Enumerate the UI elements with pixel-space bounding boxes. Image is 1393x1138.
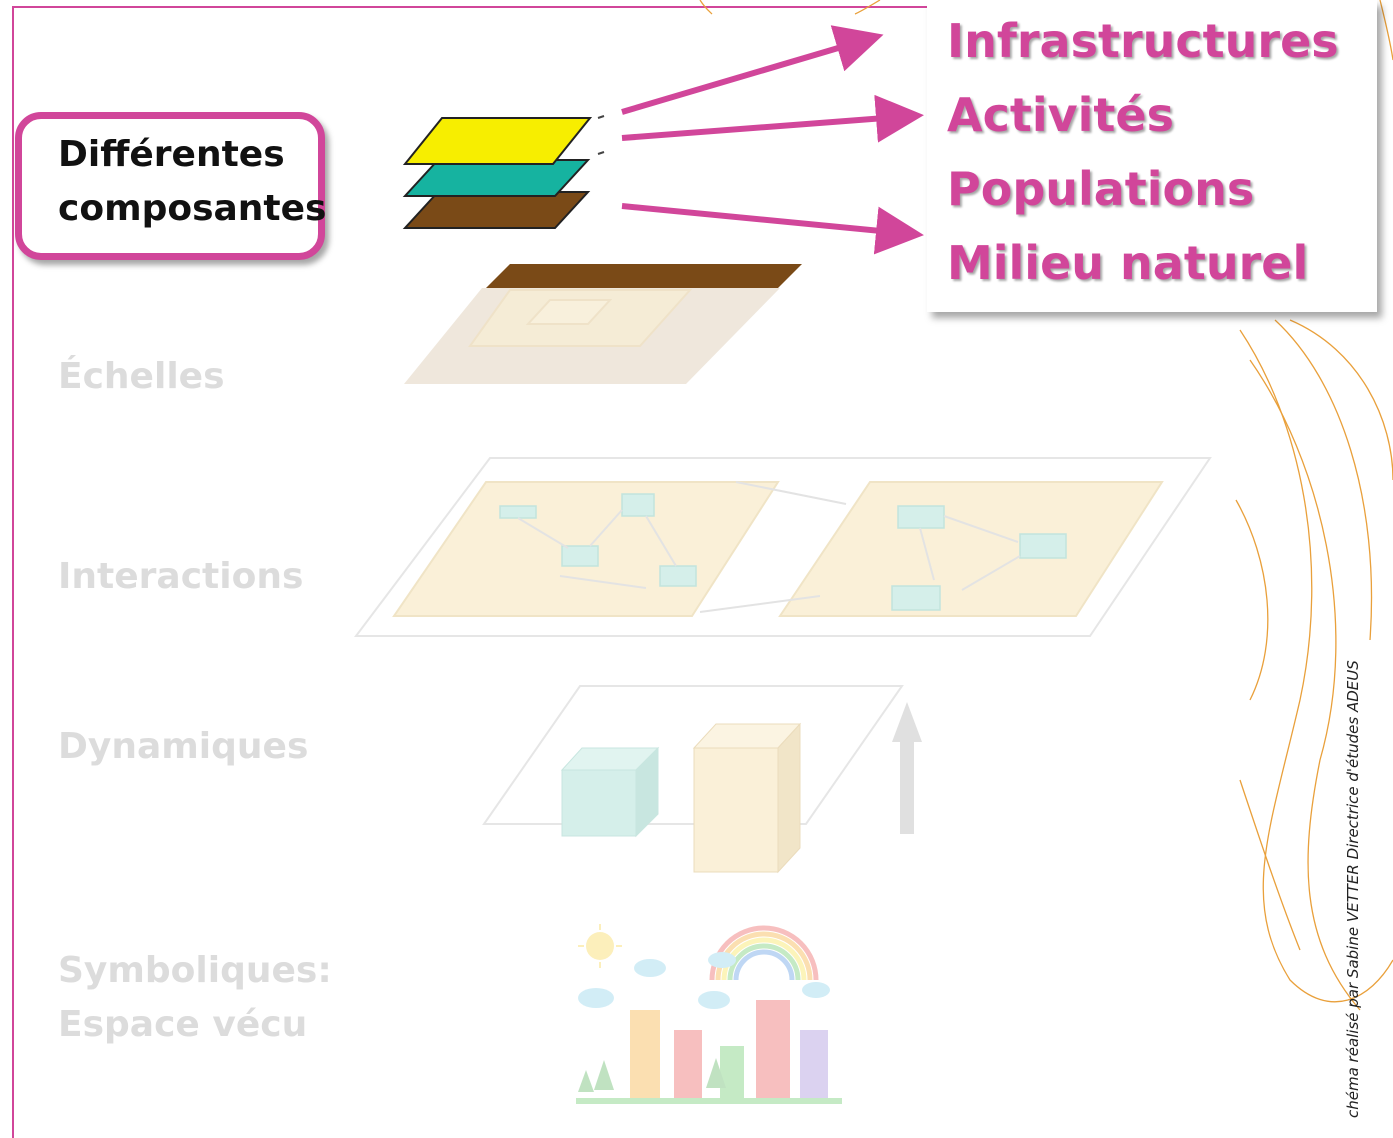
sidebar-item-differentes-composantes[interactable]: Différentes composantes <box>58 134 327 229</box>
layer-activites <box>402 117 593 165</box>
arrow-milieu-naturel <box>621 203 924 255</box>
dynamics-cube-beige <box>692 722 802 874</box>
cloud-icons <box>578 952 830 1009</box>
tree-icons <box>578 1058 726 1092</box>
sidebar-item-dynamiques[interactable]: Dynamiques <box>58 726 309 767</box>
symbolic-city-graphic <box>576 924 842 1104</box>
sidebar-item-interactions[interactable]: Interactions <box>58 556 304 597</box>
image-credit: chéma réalisé par Sabine VETTER Directri… <box>1344 660 1362 1118</box>
growth-arrow-icon <box>892 702 922 834</box>
sidebar-item-echelles[interactable]: Échelles <box>58 356 225 397</box>
interactions-graphic <box>353 457 1212 637</box>
connector-arrows <box>621 25 924 255</box>
arrow-infrastructures <box>621 25 884 115</box>
interactions-right-plane <box>778 481 1164 617</box>
dynamics-cube-teal <box>560 746 660 838</box>
layer-populations <box>402 159 591 197</box>
sidebar-item-symboliques[interactable]: Symboliques: Espace vécu <box>58 950 332 1045</box>
callout-item-infrastructures: Infrastructures <box>947 14 1339 68</box>
layer-stack-graphic <box>402 115 605 229</box>
callout-item-populations: Populations <box>947 162 1255 216</box>
rainbow-icon <box>709 925 819 981</box>
dynamics-graphic <box>482 685 922 874</box>
sun-icon <box>586 932 614 960</box>
callout-item-milieu-naturel: Milieu naturel <box>947 236 1309 290</box>
decorative-curves <box>699 0 1393 1011</box>
callout-item-activites: Activités <box>947 88 1174 142</box>
building-icons <box>630 1000 828 1102</box>
scale-top-layer <box>486 264 802 288</box>
scale-inner-plane <box>525 299 613 325</box>
slide-frame <box>12 6 1236 1138</box>
active-item-highlight <box>15 112 325 260</box>
components-callout: Infrastructures Activités Populations Mi… <box>927 0 1377 312</box>
arrow-activites <box>621 94 924 143</box>
layer-milieu-naturel <box>402 191 591 229</box>
scales-graphic <box>404 264 802 384</box>
dynamics-plane <box>482 685 904 825</box>
